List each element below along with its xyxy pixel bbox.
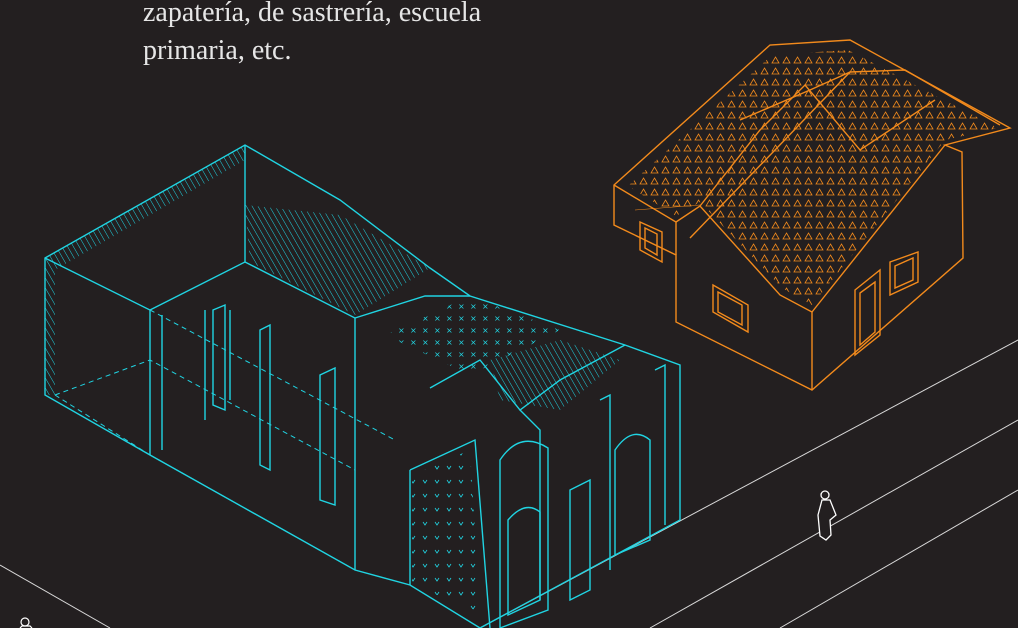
roof-pattern	[628, 50, 998, 305]
hatched-walls	[45, 145, 620, 410]
dotted-floors	[385, 296, 560, 612]
caption-line-1: zapatería, de sastrería, escuela	[143, 0, 482, 28]
person-figure-icon	[817, 490, 837, 541]
caption-text: zapatería, de sastrería, escuela primari…	[143, 0, 563, 70]
caption-line-2: primaria, etc.	[143, 35, 292, 66]
person-figure-icon-small	[19, 617, 33, 628]
dashed-lines	[54, 309, 396, 571]
